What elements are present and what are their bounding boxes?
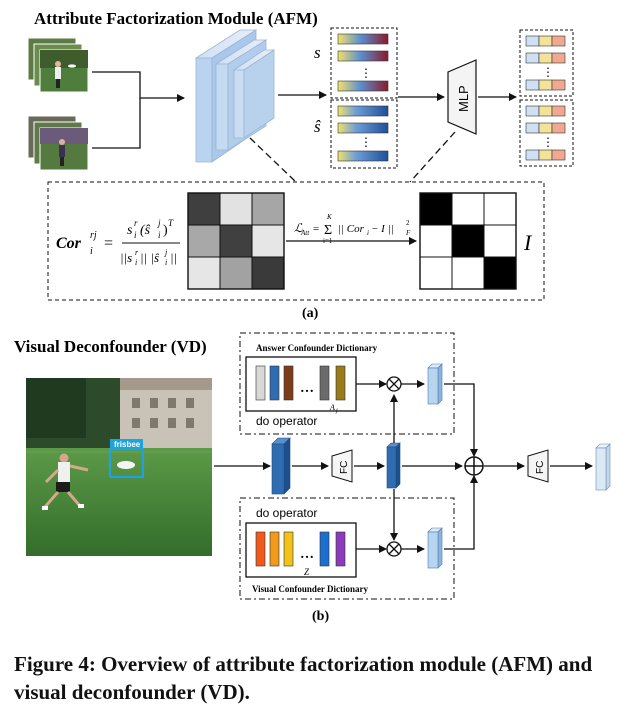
fc2-block	[527, 449, 549, 483]
s-hat-dots: ⋮	[360, 135, 372, 149]
query-feature-block	[386, 442, 401, 489]
panel-label-a: (a)	[302, 306, 319, 321]
visual-feature-block	[271, 437, 291, 495]
answer-dict-outer	[239, 332, 455, 435]
visual-dict-entries	[255, 531, 346, 567]
attribute-box-top	[519, 29, 574, 97]
output-feature	[595, 443, 611, 491]
input-photo	[26, 378, 212, 556]
label-s-hat: ŝ	[314, 117, 321, 136]
attr-dots-top: ⋮	[542, 65, 554, 79]
frisbee-label: frisbee	[114, 440, 141, 449]
svg-text:K: K	[326, 213, 332, 221]
svg-text:||s: ||s	[120, 250, 132, 265]
svg-text:(ŝ: (ŝ	[140, 223, 151, 238]
frames-to-encoder-connector-2	[92, 98, 141, 149]
fc1-block	[331, 449, 353, 483]
s-hat-vectors	[337, 105, 389, 162]
svg-text:j: j	[164, 248, 168, 257]
input-frames-bottom	[27, 115, 89, 171]
svg-text:2: 2	[406, 219, 410, 227]
answer-dict-index: A	[329, 403, 335, 412]
attribute-vectors	[525, 35, 566, 161]
svg-text:Att: Att	[300, 229, 310, 237]
otimes-bottom-icon	[386, 541, 402, 557]
feature-box-s-hat	[330, 99, 398, 169]
answer-dict-index-sub: j	[335, 408, 338, 414]
attr-dots-bottom: ⋮	[542, 135, 554, 149]
s-vectors	[337, 33, 389, 92]
visual-deconf-feature	[427, 527, 443, 569]
visual-dict-dots: …	[300, 547, 314, 562]
svg-text:T: T	[168, 218, 174, 228]
attribute-box-bottom	[519, 99, 574, 167]
do-operator-top: do operator	[256, 414, 317, 428]
svg-text:i: i	[134, 230, 137, 240]
figure-caption: Figure 4: Overview of attribute factoriz…	[14, 652, 593, 704]
mlp-block	[447, 59, 477, 135]
correlation-formula: Cor rj i = s r i (ŝ j i ) T ||s r i || |…	[56, 218, 180, 267]
mlp-label: MLP	[456, 85, 471, 112]
oplus-icon	[464, 456, 484, 476]
afm-title: Attribute Factorization Module (AFM)	[34, 9, 318, 28]
vd-title: Visual Deconfounder (VD)	[14, 337, 207, 356]
frames-to-encoder-connector	[92, 71, 185, 102]
label-s: s	[314, 43, 321, 62]
svg-text:i: i	[165, 258, 167, 267]
zoom-line-right	[409, 131, 456, 183]
panel-label-b: (b)	[312, 609, 329, 624]
svg-text:s: s	[127, 223, 133, 238]
svg-text:F: F	[405, 229, 411, 237]
fc2-label: FC	[535, 461, 546, 474]
feature-box-s	[330, 27, 398, 99]
s-dots: ⋮	[360, 66, 372, 80]
encoder-stack	[194, 29, 276, 163]
correlation-panel	[47, 181, 545, 301]
svg-text:− I ||: − I ||	[371, 223, 394, 235]
answer-dict-title: Answer Confounder Dictionary	[256, 343, 378, 353]
answer-dict-dots: …	[300, 381, 314, 396]
visual-feature-to-oplus	[444, 475, 478, 550]
identity-matrix	[419, 192, 517, 290]
svg-text:Cor: Cor	[56, 235, 82, 252]
svg-text:||: ||	[170, 250, 177, 265]
identity-label: I	[523, 230, 533, 255]
svg-text:=: =	[313, 223, 319, 235]
do-operator-bottom: do operator	[256, 506, 317, 520]
input-frames-top	[27, 37, 89, 93]
loss-formula: ℒ Att = Σ K i=1 || Cor i − I || 2 F	[294, 213, 411, 245]
visual-dict-outer	[239, 497, 455, 600]
svg-text:r: r	[134, 218, 138, 228]
svg-text:ℒ: ℒ	[294, 221, 303, 235]
svg-text:|| Cor: || Cor	[338, 223, 365, 235]
answer-deconf-feature	[427, 363, 443, 405]
svg-text:): )	[163, 223, 168, 238]
otimes-top-icon	[386, 376, 402, 392]
svg-text:j: j	[157, 218, 161, 228]
correlation-matrix	[187, 192, 285, 290]
svg-text:i: i	[367, 229, 369, 237]
svg-text:Σ: Σ	[324, 223, 332, 238]
svg-text:i: i	[90, 246, 93, 257]
svg-text:=: =	[104, 235, 113, 252]
answer-feature-to-oplus	[444, 383, 478, 457]
svg-text:r: r	[135, 248, 139, 257]
visual-dict-index: Z	[304, 567, 310, 577]
visual-dict-title: Visual Confounder Dictionary	[252, 584, 369, 594]
svg-text:i: i	[158, 230, 161, 240]
svg-text:|| |ŝ: || |ŝ	[140, 250, 160, 265]
svg-text:i: i	[135, 258, 137, 267]
svg-text:rj: rj	[90, 230, 97, 241]
zoom-line-left	[249, 137, 297, 183]
fc1-label: FC	[339, 461, 350, 474]
answer-dict-entries	[255, 365, 346, 401]
